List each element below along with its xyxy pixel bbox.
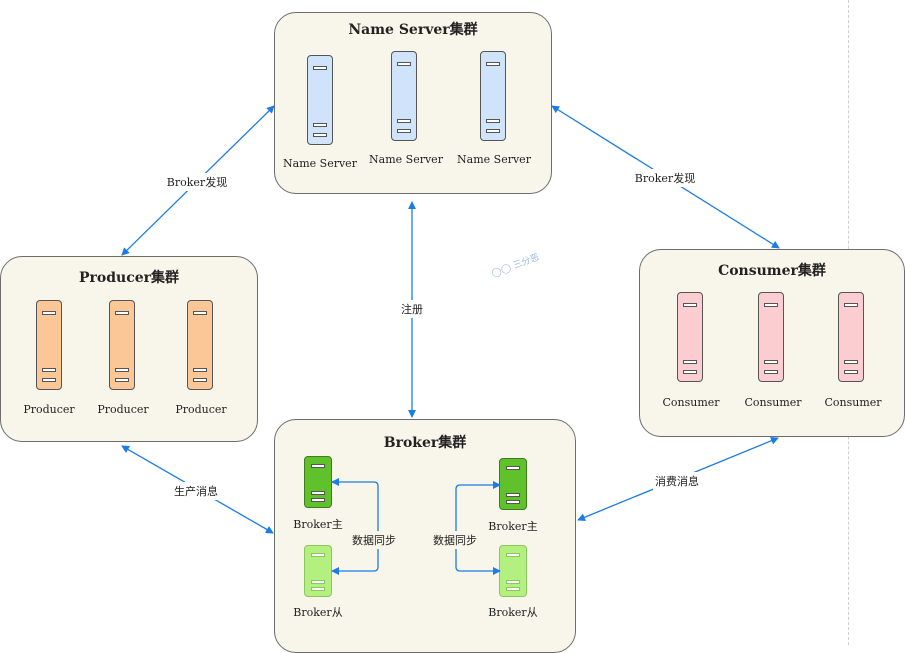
name-server-label: Name Server — [283, 157, 357, 170]
right-sync-label: 数据同步 — [431, 531, 479, 549]
name-server-icon — [307, 55, 333, 145]
name-server-cluster: Name Server集群 Name Server Name Server Na… — [274, 12, 552, 194]
name-server-cluster-title: Name Server集群 — [348, 22, 478, 38]
name-server-icon — [391, 51, 417, 141]
register-label: 注册 — [399, 300, 425, 318]
consume-label: 消费消息 — [653, 472, 701, 490]
producer-label: Producer — [97, 403, 149, 416]
consumer-label: Consumer — [744, 396, 802, 409]
left-sync-label: 数据同步 — [350, 531, 398, 549]
broker-slave-label: Broker从 — [293, 606, 343, 619]
broker-master-label: Broker主 — [293, 518, 343, 531]
consumer-cluster-title: Consumer集群 — [718, 263, 826, 279]
consumer-server-icon — [838, 292, 864, 382]
consumer-discovery-label: Broker发现 — [632, 169, 698, 187]
producer-server-icon — [187, 300, 213, 390]
producer-discovery-label: Broker发现 — [164, 173, 230, 191]
name-server-label: Name Server — [457, 153, 531, 166]
producer-server-icon — [36, 300, 62, 390]
consumer-label: Consumer — [824, 396, 882, 409]
consumer-server-icon — [758, 292, 784, 382]
consumer-server-icon — [677, 292, 703, 382]
broker-cluster-title: Broker集群 — [383, 435, 467, 451]
consumer-label: Consumer — [662, 396, 720, 409]
consumer-cluster: Consumer集群 Consumer Consumer Consumer — [639, 249, 905, 437]
broker-slave-icon — [499, 545, 527, 597]
name-server-label: Name Server — [369, 153, 443, 166]
producer-cluster: Producer集群 Producer Producer Producer — [0, 256, 258, 442]
producer-server-icon — [109, 300, 135, 390]
name-server-icon — [480, 51, 506, 141]
producer-label: Producer — [175, 403, 227, 416]
produce-label: 生产消息 — [172, 482, 220, 500]
left-sync-arrow — [331, 478, 379, 575]
producer-label: Producer — [23, 403, 75, 416]
broker-slave-label: Broker从 — [488, 606, 538, 619]
right-sync-arrow — [455, 481, 501, 575]
producer-cluster-title: Producer集群 — [78, 270, 180, 286]
